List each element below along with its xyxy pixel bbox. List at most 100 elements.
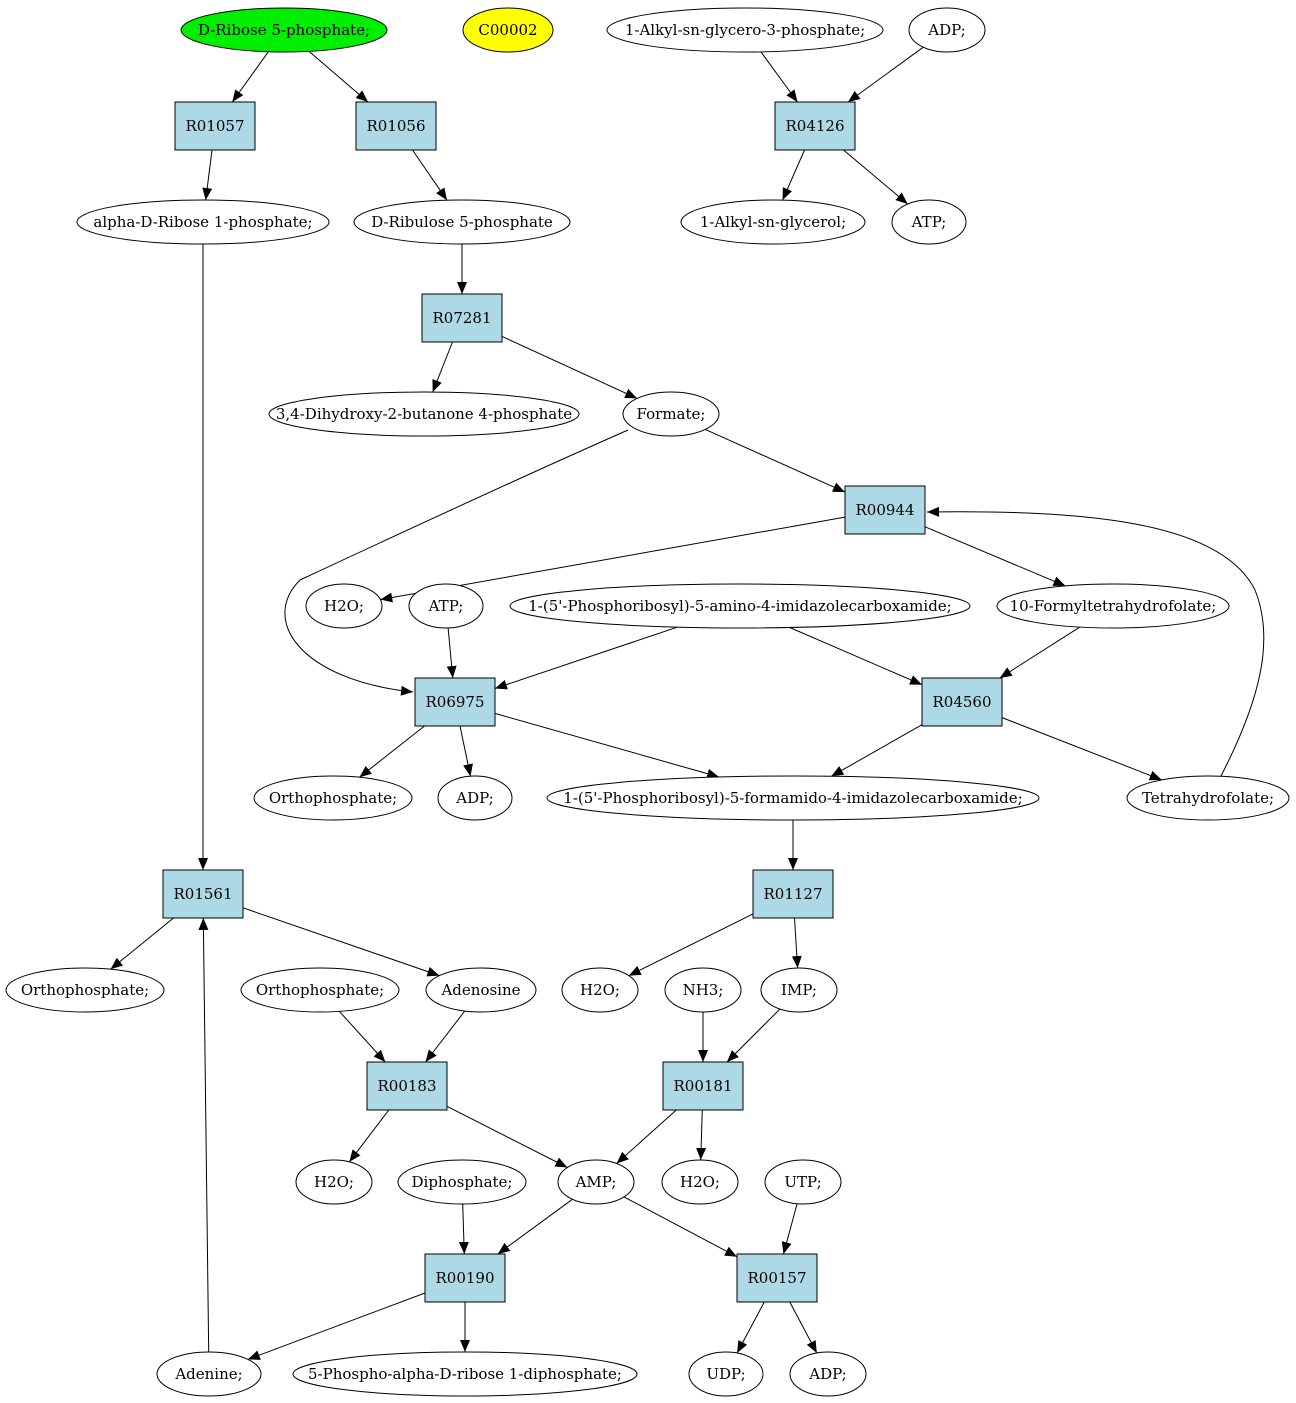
compound-h2o-b[interactable]: H2O; [561,967,639,1013]
reaction-r07281[interactable]: R07281 [421,293,503,343]
compound-adp-top-label: ADP; [927,21,965,39]
reaction-r06975[interactable]: R06975 [414,677,496,727]
compound-nh3[interactable]: NH3; [664,967,742,1013]
edge-r06975-to-orthophosphate-mid [359,725,425,778]
compound-formate-label: Formate; [637,405,706,423]
compound-udp-shape [688,1351,764,1397]
nodes-layer: D-Ribose 5-phosphate; C00002 1-Alkyl-sn-gl… [5,7,1290,1397]
compound-diphosphate[interactable]: Diphosphate; [397,1159,527,1205]
reaction-r01561-label: R01561 [173,885,232,903]
compound-udp-label: UDP; [706,1365,745,1383]
compound-formate-shape [622,391,720,437]
compound-orthophosphate-mid-shape [253,775,413,821]
edge-r01057-to-alpha-ribose-1p [202,149,213,201]
edge-imp-to-r00181 [726,1008,781,1063]
compound-h2o-d[interactable]: H2O; [661,1159,739,1205]
edge-r04560-to-faicar [831,724,923,777]
edge-adenosine-to-r00183 [425,1010,466,1063]
compound-orthophosphate-in-label: Orthophosphate; [256,981,384,999]
compound-formyl-thf[interactable]: 10-Formyltetrahydrofolate; [996,583,1230,629]
reaction-r00157[interactable]: R00157 [736,1253,818,1303]
compound-h2o-a[interactable]: H2O; [305,583,383,629]
reaction-r00183-shape [366,1061,448,1111]
compound-faicar[interactable]: 1-(5'-Phosphoribosyl)-5-formamido-4-imid… [546,775,1040,821]
compound-c00002[interactable]: C00002 [462,7,554,53]
edge-r00181-to-h2o-d [696,1109,707,1161]
edge-r04126-to-atp-top [843,149,909,205]
edge-r06975-to-faicar [494,712,720,779]
compound-d-ribulose-5p[interactable]: D-Ribulose 5-phosphate [353,199,571,245]
compound-adp-mid[interactable]: ADP; [437,775,513,821]
reaction-r01056[interactable]: R01056 [355,101,437,151]
reaction-r00190[interactable]: R00190 [424,1253,506,1303]
compound-h2o-d-label: H2O; [680,1173,720,1191]
compound-imp[interactable]: IMP; [760,967,838,1013]
reaction-r04560-label: R04560 [932,693,991,711]
compound-alkyl-glycerol[interactable]: 1-Alkyl-sn-glycerol; [680,199,866,245]
compound-utp[interactable]: UTP; [764,1159,842,1205]
compound-adp-bottom[interactable]: ADP; [789,1351,867,1397]
compound-alpha-ribose-1p[interactable]: alpha-D-Ribose 1-phosphate; [76,199,330,245]
compound-h2o-b-label: H2O; [580,981,620,999]
reaction-r01561[interactable]: R01561 [162,869,244,919]
reaction-r00944[interactable]: R00944 [844,485,926,535]
edge-r01127-to-h2o-b [628,913,754,977]
compound-atp-top[interactable]: ATP; [891,199,967,245]
reaction-r04560[interactable]: R04560 [921,677,1003,727]
edge-formate-to-r06975 [284,429,629,696]
reaction-r04126-shape [774,101,856,151]
compound-thf[interactable]: Tetrahydrofolate; [1126,775,1290,821]
compound-aicar-label: 1-(5'-Phosphoribosyl)-5-amino-4-imidazol… [528,597,952,615]
compound-adenine-label: Adenine; [174,1365,242,1383]
reaction-r00183[interactable]: R00183 [366,1061,448,1111]
compound-h2o-c[interactable]: H2O; [295,1159,373,1205]
edge-utp-to-r00157 [781,1203,798,1255]
compound-faicar-shape [546,775,1040,821]
reaction-r01057[interactable]: R01057 [174,101,256,151]
compound-alkyl-glycero-3p-shape [606,7,884,53]
compound-udp[interactable]: UDP; [688,1351,764,1397]
compound-prpp[interactable]: 5-Phospho-alpha-D-ribose 1-diphosphate; [292,1351,638,1397]
compound-adenine[interactable]: Adenine; [156,1351,262,1397]
compound-adp-bottom-shape [789,1351,867,1397]
compound-orthophosphate-left-label: Orthophosphate; [21,981,149,999]
reaction-r01561-shape [162,869,244,919]
compound-dihydroxy-butanone[interactable]: 3,4-Dihydroxy-2-butanone 4-phosphate [268,391,580,437]
edge-alkyl-glycero-3p-to-r04126 [760,51,798,103]
edge-r00157-to-adp-bottom [789,1301,818,1354]
edge-r00183-to-h2o-c [348,1109,390,1163]
reaction-r01056-label: R01056 [366,117,425,135]
compound-dihydroxy-butanone-shape [268,391,580,437]
compound-d-ribulose-5p-label: D-Ribulose 5-phosphate [371,213,553,231]
compound-aicar[interactable]: 1-(5'-Phosphoribosyl)-5-amino-4-imidazol… [509,583,971,629]
compound-d-ribose-5p[interactable]: D-Ribose 5-phosphate; [180,7,388,53]
compound-dihydroxy-butanone-label: 3,4-Dihydroxy-2-butanone 4-phosphate [276,405,572,423]
edge-aicar-to-r06975 [494,626,678,690]
compound-orthophosphate-left-shape [5,967,165,1013]
edge-thf-to-r00944 [926,506,1265,777]
compound-adenosine[interactable]: Adenosine [425,967,537,1013]
reaction-r00944-label: R00944 [855,501,914,519]
compound-adp-mid-label: ADP; [455,789,493,807]
compound-nh3-label: NH3; [683,981,724,999]
compound-amp[interactable]: AMP; [557,1159,635,1205]
compound-adp-top[interactable]: ADP; [908,7,986,53]
reaction-r00157-label: R00157 [747,1269,806,1287]
compound-diphosphate-label: Diphosphate; [412,1173,513,1191]
compound-atp-mid[interactable]: ATP; [408,583,484,629]
compound-alkyl-glycero-3p[interactable]: 1-Alkyl-sn-glycero-3-phosphate; [606,7,884,53]
compound-orthophosphate-left[interactable]: Orthophosphate; [5,967,165,1013]
reaction-r00181[interactable]: R00181 [662,1061,744,1111]
compound-amp-shape [557,1159,635,1205]
compound-formate[interactable]: Formate; [622,391,720,437]
compound-amp-label: AMP; [575,1173,617,1191]
compound-orthophosphate-mid[interactable]: Orthophosphate; [253,775,413,821]
compound-atp-mid-label: ATP; [428,597,464,615]
reaction-r04126[interactable]: R04126 [774,101,856,151]
compound-h2o-d-shape [661,1159,739,1205]
reaction-r01127[interactable]: R01127 [752,869,834,919]
compound-imp-shape [760,967,838,1013]
reaction-r01057-shape [174,101,256,151]
compound-orthophosphate-in[interactable]: Orthophosphate; [240,967,400,1013]
compound-atp-top-shape [891,199,967,245]
